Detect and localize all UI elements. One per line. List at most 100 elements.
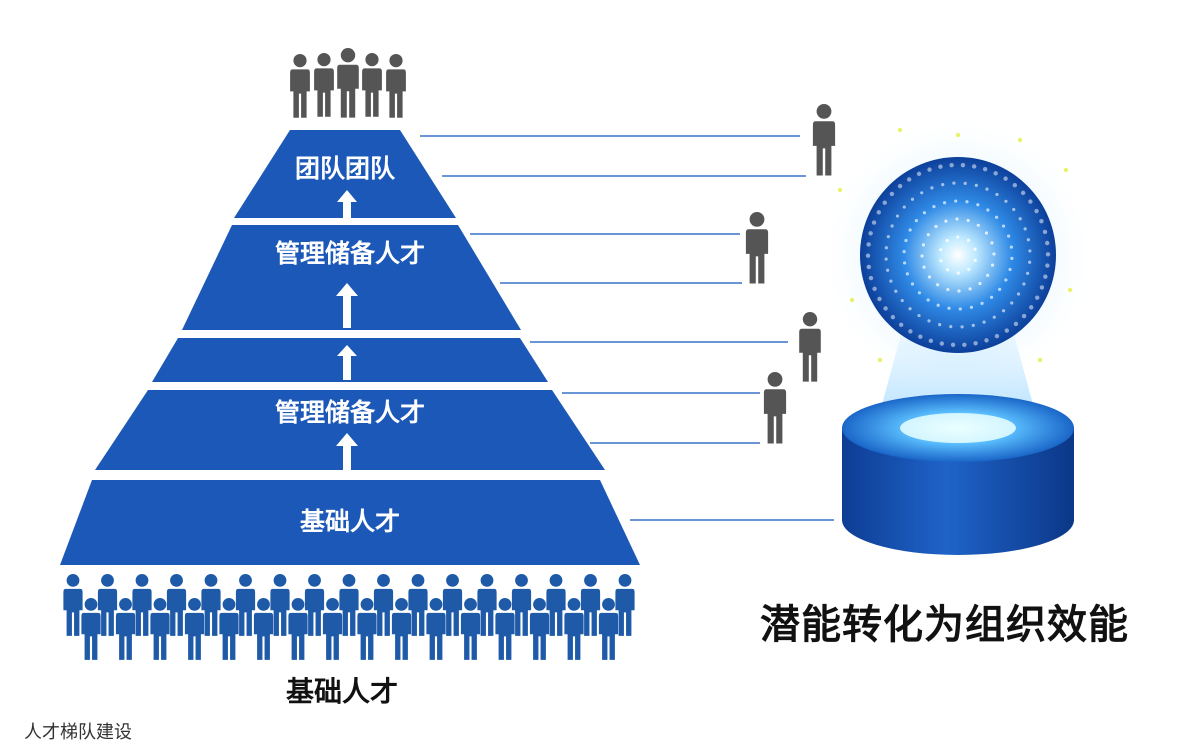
orb-dot (918, 334, 923, 339)
person-icon (81, 598, 101, 660)
orb-dot (990, 241, 994, 245)
orb-dot (973, 341, 978, 346)
orb-dot (921, 243, 926, 247)
orb-dot (976, 223, 980, 227)
orb-dot (969, 305, 974, 309)
person-icon (546, 574, 566, 636)
person-icon (373, 574, 394, 636)
orb-dot (1043, 274, 1048, 279)
orb-dot (990, 263, 995, 267)
orb-dot (1001, 309, 1006, 313)
orb-sparkle (849, 297, 855, 303)
arrow-up-icon (336, 433, 358, 470)
pyramid-tier-4 (95, 390, 605, 470)
person-icon (339, 574, 359, 636)
orb-dot (884, 257, 888, 261)
orb-dot (934, 224, 938, 229)
orb-dot (895, 214, 900, 218)
person-icon (63, 574, 83, 636)
person-icon (132, 574, 152, 636)
orb-dot (992, 252, 996, 256)
orb-dot (939, 341, 945, 346)
orb-dot (884, 246, 888, 250)
orb-dot (938, 164, 943, 169)
orb-sparkle (1067, 287, 1073, 293)
orb-dot (936, 283, 940, 287)
orb-dots (837, 127, 1073, 363)
tier-label: 管理储备人才 (275, 239, 425, 268)
orb-dot (1044, 240, 1050, 246)
orb-dot (917, 291, 922, 295)
person-icon (495, 598, 515, 660)
person-icon (253, 598, 274, 660)
orb-dot (949, 325, 953, 329)
orb-dot (1034, 208, 1039, 214)
orb-dot (1028, 249, 1032, 253)
orb-dot (1045, 252, 1051, 257)
orb-dot (910, 282, 915, 286)
orb-dot (900, 298, 904, 303)
orb-dot (1045, 263, 1050, 268)
orb-dot (883, 306, 888, 311)
orb-dot (877, 296, 882, 302)
orb-dot (1009, 245, 1014, 249)
orb-dot (904, 238, 908, 243)
person-icon (763, 372, 787, 444)
orb-sparkle (897, 127, 903, 133)
orb-dot (973, 258, 977, 262)
top-people-group (290, 48, 406, 118)
person-icon (460, 598, 481, 660)
orb-dot (966, 238, 970, 242)
orb-dot (965, 200, 969, 204)
person-icon (270, 574, 290, 636)
orb-dot (947, 306, 951, 310)
person-icon (235, 574, 256, 636)
glowing-orb-group (818, 115, 1098, 555)
person-icon (615, 574, 635, 636)
orb-dot (956, 271, 960, 275)
person-icon (357, 598, 377, 660)
orb-dot (886, 235, 890, 239)
arrow-up-icon (337, 345, 357, 380)
orb-dot (962, 342, 967, 347)
person-icon (304, 574, 325, 636)
person-icon (166, 574, 187, 636)
orb-dot (920, 191, 924, 195)
base-people-group (63, 574, 635, 660)
person-icon (201, 574, 221, 636)
person-icon (799, 312, 821, 382)
orb-dot (957, 289, 961, 293)
person-icon (529, 598, 550, 660)
person-icon (580, 574, 601, 636)
orb-dot (984, 231, 989, 235)
orb-dot (982, 166, 988, 172)
orb-dot (1010, 301, 1014, 305)
orb-dot (956, 235, 960, 239)
pyramid-tier-1 (234, 130, 456, 218)
connector-lines (420, 135, 834, 521)
person-icon (288, 598, 308, 660)
orb-dot (894, 289, 898, 293)
orb-dot (1026, 238, 1030, 242)
orb-dot (946, 287, 950, 292)
orb-dot (986, 208, 990, 212)
person-icon (564, 598, 584, 660)
orb-dot (927, 275, 932, 279)
orb-dot (968, 287, 972, 291)
person-icon (511, 574, 532, 636)
orb-dot (1023, 227, 1027, 231)
person-icon (115, 598, 136, 660)
person-icon (812, 104, 836, 176)
orb-dot (1007, 234, 1011, 238)
orb-dot (1004, 199, 1008, 203)
orb-dot (1042, 229, 1048, 235)
orb-dot (868, 275, 874, 281)
orb-dot (992, 315, 996, 319)
person-icon (184, 598, 205, 660)
orb-dot (890, 314, 896, 320)
cylinder-pedestal-icon (842, 394, 1074, 555)
person-icon (442, 574, 463, 636)
orb-sparkle (877, 357, 883, 363)
person-icon (408, 574, 428, 636)
